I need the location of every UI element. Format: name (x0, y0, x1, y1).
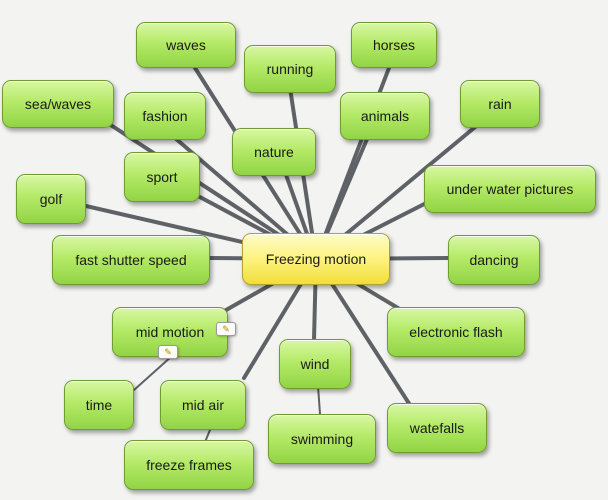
connector-line (133, 355, 173, 391)
node-fast-shutter-speed[interactable]: fast shutter speed (52, 235, 210, 285)
connector-line (317, 385, 321, 415)
node-freeze-frames[interactable]: freeze frames (124, 440, 254, 490)
note-icon[interactable]: ✎ (216, 322, 236, 336)
node-freezing-motion[interactable]: Freezing motion (242, 233, 390, 285)
node-mid-air[interactable]: mid air (160, 380, 246, 430)
node-nature[interactable]: nature (232, 128, 316, 176)
node-waves[interactable]: waves (136, 22, 236, 68)
node-swimming[interactable]: swimming (268, 414, 376, 464)
node-rain[interactable]: rain (460, 80, 540, 128)
node-fashion[interactable]: fashion (124, 92, 206, 140)
node-wind[interactable]: wind (279, 339, 351, 389)
node-sport[interactable]: sport (124, 152, 200, 202)
node-watefalls[interactable]: watefalls (387, 403, 487, 453)
node-electronic-flash[interactable]: electronic flash (387, 307, 525, 357)
node-sea-waves[interactable]: sea/waves (2, 80, 114, 128)
note-icon[interactable]: ✎ (158, 345, 178, 359)
node-golf[interactable]: golf (16, 174, 86, 224)
node-dancing[interactable]: dancing (448, 235, 540, 285)
node-animals[interactable]: animals (340, 92, 430, 140)
node-under-water-pictures[interactable]: under water pictures (424, 165, 596, 213)
node-running[interactable]: running (244, 45, 336, 93)
node-horses[interactable]: horses (351, 22, 437, 68)
node-time[interactable]: time (64, 380, 134, 430)
